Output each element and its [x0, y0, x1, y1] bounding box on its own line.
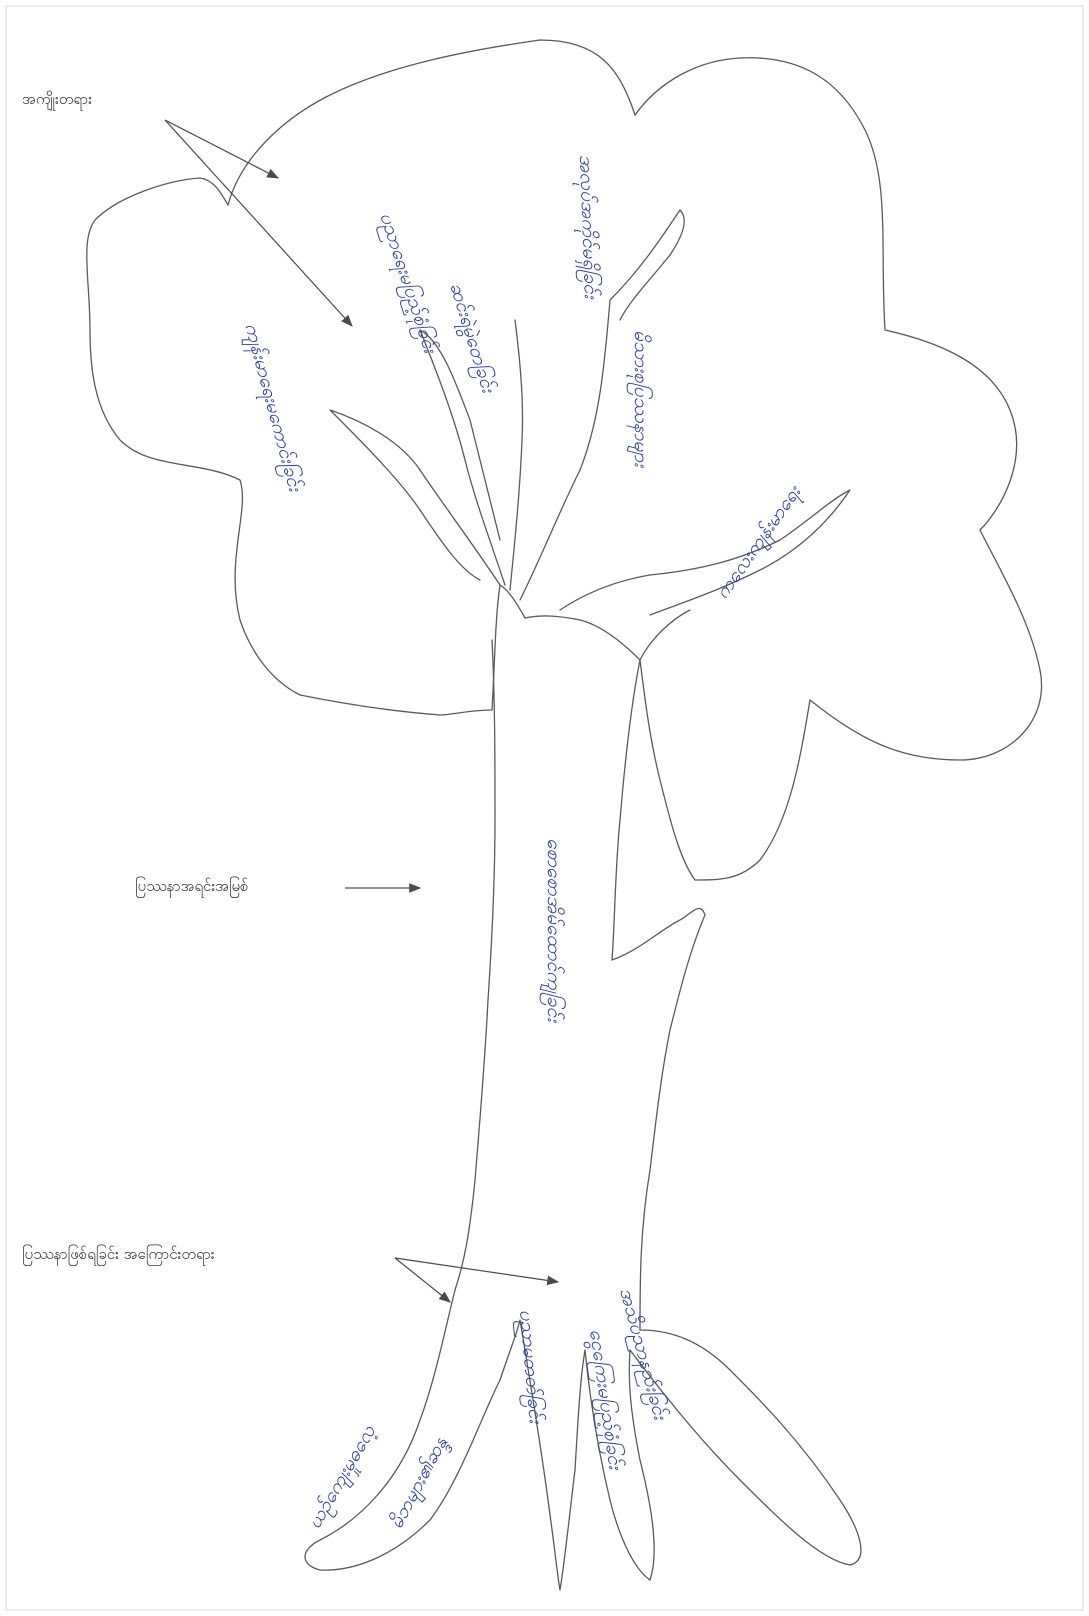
canopy-outline [87, 40, 1042, 880]
effect-text-5: မိသားစုပြဿနာများ [626, 330, 653, 468]
effect-text-6: ကလေးကျန်းမာရေး [711, 481, 809, 605]
cause-text-1: ယဉ်ကျေးမှုဓလေ့ [303, 1421, 384, 1535]
cause-text-5: အသိပညာနည်းခြင်း [611, 1285, 672, 1424]
effects-label: အကျိုးတရား [22, 90, 92, 112]
effects-arrows [165, 120, 352, 326]
causes-label: ပြဿနာဖြစ်ရခြင်း အကြောင်းတရား [22, 1245, 215, 1267]
cause-text-4: ငွေကြေးမပြည့်စုံခြင်း [581, 1327, 628, 1472]
effect-text-2: ပညာရေးမပြည့်စုံခြင်း [371, 209, 442, 358]
causes-arrows [395, 1258, 558, 1302]
effect-text-1: ကျန်းမာရေးမကောင်းခြင်း [236, 320, 307, 495]
roots-outline [305, 1290, 861, 1590]
effect-text-3: ဆင်းရဲမွဲတေခြင်း [441, 280, 500, 398]
page-border [6, 6, 1083, 1610]
core-problem-label: ပြဿနာအရင်းအမြစ် [135, 877, 248, 899]
effect-text-4: အလုပ်အကိုင်မရှိခြင်း [571, 154, 603, 300]
cause-text-2: မိဘများ၏ဆန္ဒ [385, 1433, 455, 1534]
trunk-handwriting: စောစောအိမ်ထောင်ကျခြင်း [539, 838, 566, 1023]
trunk-outline [455, 640, 705, 1330]
cause-text-3: ပညာမတတ်ခြင်း [511, 1308, 548, 1425]
